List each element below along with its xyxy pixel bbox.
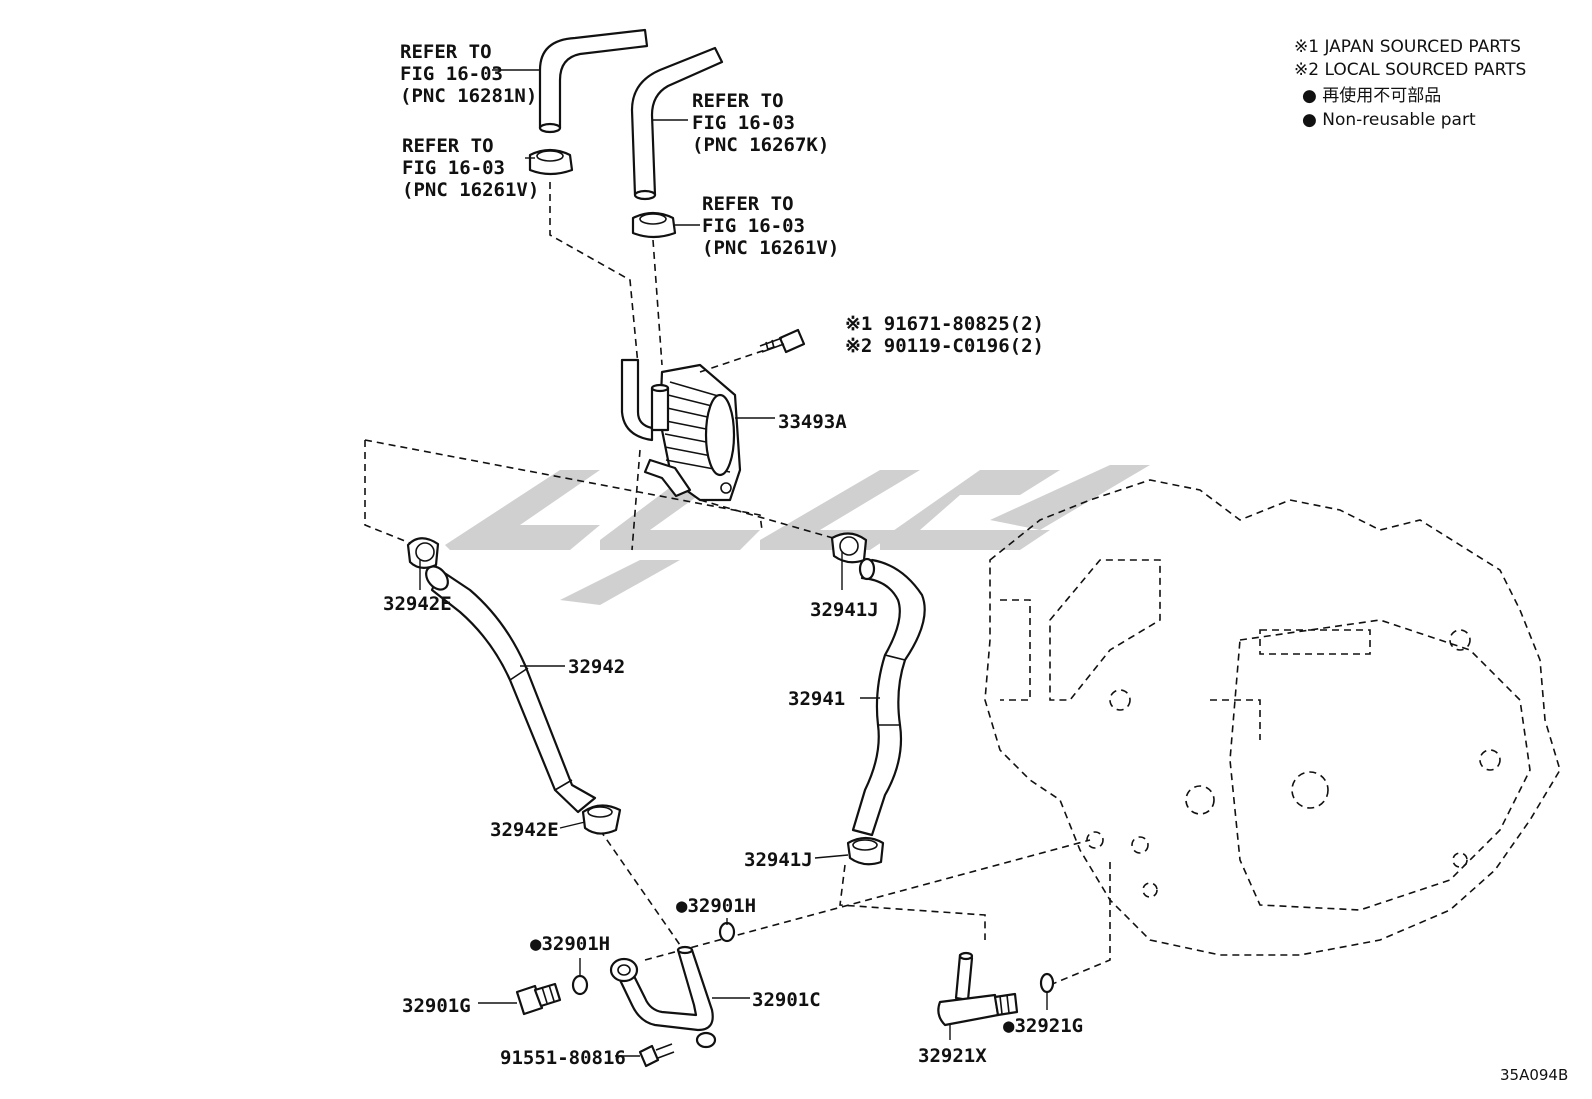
refer-line-3: (PNC 16267K) bbox=[692, 134, 829, 156]
refer-line-2: FIG 16-03 bbox=[702, 215, 805, 237]
refer-line-1: REFER TO bbox=[400, 41, 492, 63]
label-32942E-top: 32942E bbox=[383, 593, 452, 615]
gasket-32901H-right bbox=[718, 921, 736, 943]
bolt-code-japan: ※1 91671-80825(2) bbox=[845, 313, 1044, 335]
refer-line-1: REFER TO bbox=[692, 90, 784, 112]
label-32941: 32941 bbox=[788, 688, 845, 710]
clamp-32941J-bottom bbox=[846, 836, 885, 866]
legend-non-reusable-ja: ● 再使用不可部品 bbox=[1302, 85, 1441, 106]
label-32942E-bottom: 32942E bbox=[490, 819, 559, 841]
refer-line-3: (PNC 16261V) bbox=[402, 179, 539, 201]
bolt-code-local: ※2 90119-C0196(2) bbox=[845, 335, 1044, 357]
figure-code: 35A094B bbox=[1500, 1066, 1568, 1084]
label-32941J-top: 32941J bbox=[810, 599, 879, 621]
union-bolt-32901G bbox=[515, 982, 562, 1016]
refer-line-3: (PNC 16281N) bbox=[400, 85, 537, 107]
label-32901G: 32901G bbox=[402, 995, 471, 1017]
label-91551-80816: 91551-80816 bbox=[500, 1047, 626, 1069]
upper-clamp-left bbox=[528, 148, 574, 176]
gasket-32921G bbox=[1039, 972, 1055, 994]
legend-local: ※2 LOCAL SOURCED PARTS bbox=[1294, 60, 1526, 80]
oil-cooler bbox=[620, 358, 742, 502]
label-32942: 32942 bbox=[568, 656, 625, 678]
refer-note-clamp-right: REFER TO FIG 16-03 (PNC 16261V) bbox=[702, 193, 839, 259]
hose-32942 bbox=[425, 565, 597, 814]
label-32941J-bottom: 32941J bbox=[744, 849, 813, 871]
label-32901C: 32901C bbox=[752, 989, 821, 1011]
label-33493A: 33493A bbox=[778, 411, 847, 433]
pipe-32901C bbox=[609, 945, 717, 1049]
upper-right-hose bbox=[630, 46, 724, 201]
hose-32941 bbox=[851, 557, 926, 837]
label-32921X: 32921X bbox=[918, 1045, 987, 1067]
label-32901H-right: ●32901H bbox=[676, 895, 756, 917]
upper-left-hose bbox=[538, 28, 649, 134]
refer-note-upper-right-hose: REFER TO FIG 16-03 (PNC 16267K) bbox=[692, 90, 829, 156]
label-32901H-left: ●32901H bbox=[530, 933, 610, 955]
bolt-91551 bbox=[638, 1043, 675, 1068]
watermark-logo bbox=[445, 465, 1150, 605]
refer-line-1: REFER TO bbox=[702, 193, 794, 215]
gasket-32901H-left bbox=[571, 974, 589, 996]
legend-japan: ※1 JAPAN SOURCED PARTS bbox=[1294, 37, 1521, 57]
connector-dashes bbox=[364, 182, 1111, 986]
refer-line-3: (PNC 16261V) bbox=[702, 237, 839, 259]
cooler-bolt bbox=[699, 328, 806, 373]
clamp-32942E-bottom bbox=[581, 804, 622, 835]
label-32921G: ●32921G bbox=[1003, 1015, 1083, 1037]
legend: ※1 JAPAN SOURCED PARTS ※2 LOCAL SOURCED … bbox=[1294, 37, 1526, 130]
refer-line-2: FIG 16-03 bbox=[400, 63, 503, 85]
refer-line-2: FIG 16-03 bbox=[692, 112, 795, 134]
clamp-32942E-top bbox=[406, 537, 440, 569]
leader-lines bbox=[419, 69, 1048, 1057]
legend-non-reusable-en: ● Non-reusable part bbox=[1302, 110, 1476, 130]
refer-line-2: FIG 16-03 bbox=[402, 157, 505, 179]
upper-clamp-right bbox=[631, 211, 677, 239]
refer-line-1: REFER TO bbox=[402, 135, 494, 157]
refer-note-clamp-left: REFER TO FIG 16-03 (PNC 16261V) bbox=[402, 135, 539, 201]
connector-32921X bbox=[937, 951, 1019, 1027]
transmission-case bbox=[984, 479, 1561, 956]
refer-note-upper-left-hose: REFER TO FIG 16-03 (PNC 16281N) bbox=[400, 41, 537, 107]
clamp-32941J-top bbox=[830, 532, 868, 564]
